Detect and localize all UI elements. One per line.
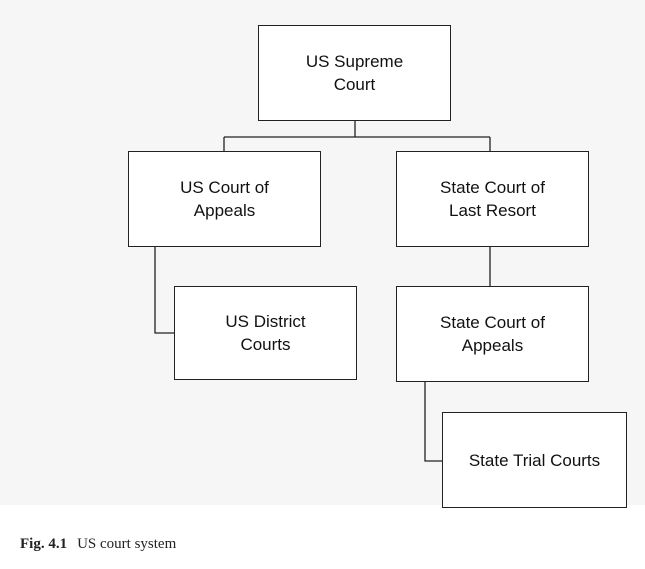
node-state-court-of-appeals: State Court of Appeals [396,286,589,382]
node-state-court-of-last-resort: State Court of Last Resort [396,151,589,247]
connector-lines [154,121,491,462]
connector-to-us-district-courts [154,247,174,334]
diagram-canvas: US Supreme Court US Court of Appeals Sta… [128,25,627,508]
node-us-supreme-court: US Supreme Court [258,25,451,121]
figure-caption: Fig. 4.1 US court system [20,536,176,553]
node-us-court-of-appeals: US Court of Appeals [128,151,321,247]
figure-caption-text: US court system [77,536,177,552]
node-us-district-courts: US District Courts [174,286,357,380]
figure-caption-label: Fig. 4.1 [20,536,68,552]
connector-to-state-trial-courts [424,382,442,462]
node-state-trial-courts: State Trial Courts [442,412,627,508]
